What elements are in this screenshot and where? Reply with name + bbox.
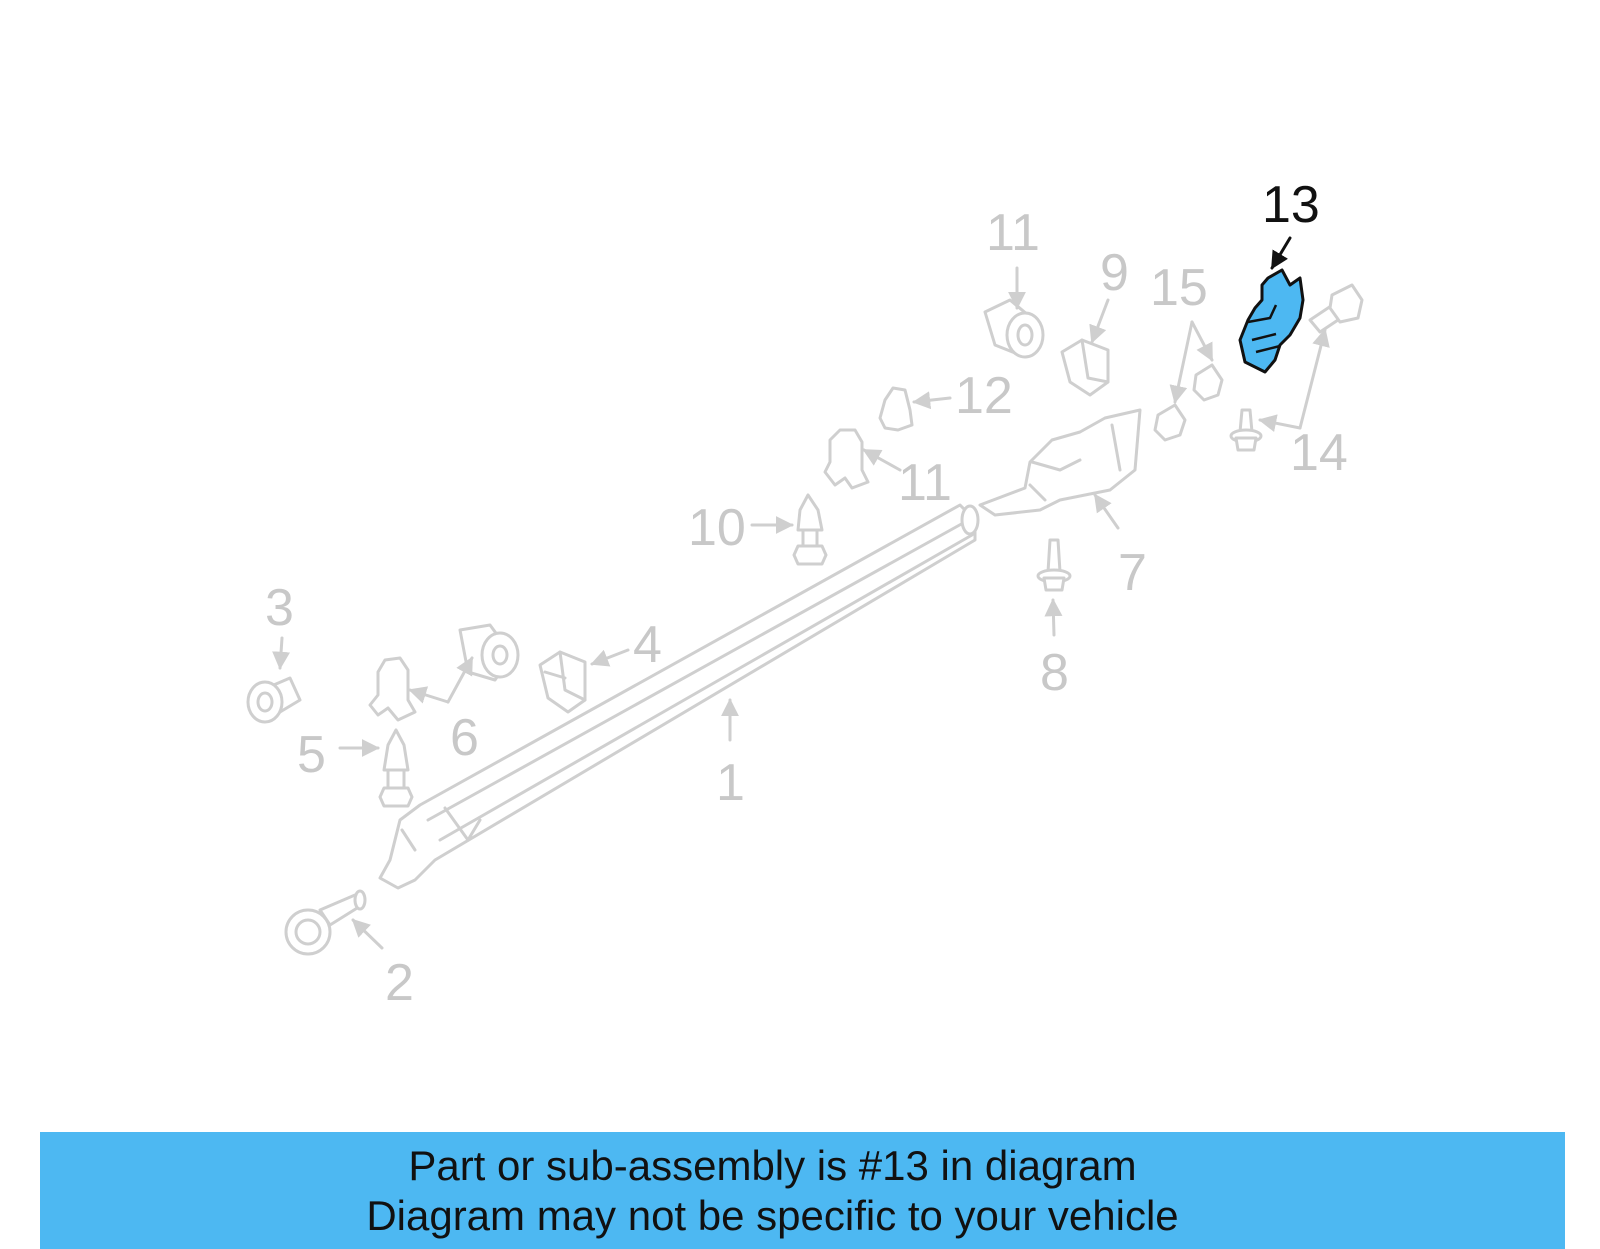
- callout-15: 15: [1150, 259, 1208, 317]
- part-4-clip: [538, 650, 587, 714]
- arrow-14a: [1298, 328, 1330, 430]
- part-13-highlighted-bracket[interactable]: [1238, 268, 1305, 374]
- arrow-11-lower: [862, 448, 902, 472]
- arrow-2: [351, 918, 384, 950]
- banner-line-1: Part or sub-assembly is #13 in diagram: [408, 1141, 1137, 1189]
- arrow-7: [1093, 493, 1120, 530]
- callout-10: 10: [688, 499, 746, 557]
- part-15-clips: [1153, 363, 1224, 442]
- callout-8: 8: [1040, 644, 1069, 702]
- part-11-upper-grommet: [983, 298, 1045, 359]
- arrow-6: [408, 686, 450, 704]
- arrow-15b: [1190, 320, 1214, 362]
- callout-14: 14: [1290, 424, 1348, 482]
- part-14-fasteners: [1229, 283, 1364, 452]
- callout-4: 4: [633, 616, 662, 674]
- part-7-extension: [978, 408, 1142, 517]
- callout-11-lower: 11: [898, 454, 952, 512]
- arrow-13: [1270, 236, 1292, 270]
- part-10-pin: [792, 493, 828, 566]
- info-banner: Part or sub-assembly is #13 in diagram D…: [40, 1132, 1565, 1249]
- part-5-pin: [378, 728, 414, 808]
- part-8-screw: [1036, 538, 1072, 592]
- arrow-3: [272, 636, 291, 670]
- part-11-lower-clip: [823, 428, 870, 490]
- callout-12: 12: [955, 367, 1013, 425]
- callout-13: 13: [1262, 176, 1320, 234]
- arrow-14b: [1258, 414, 1302, 433]
- callout-9: 9: [1100, 244, 1129, 302]
- arrow-15a: [1169, 320, 1194, 404]
- part-9-clip: [1060, 338, 1110, 397]
- callout-2: 2: [385, 954, 414, 1012]
- part-12-clip: [878, 386, 914, 432]
- callout-7: 7: [1118, 544, 1147, 602]
- callout-3: 3: [265, 579, 294, 637]
- callout-5: 5: [297, 726, 326, 784]
- arrow-8: [1044, 598, 1063, 637]
- arrow-4: [590, 648, 630, 667]
- callout-11-upper: 11: [986, 204, 1040, 262]
- callout-6: 6: [450, 709, 479, 767]
- part-3-grommet: [246, 676, 302, 724]
- part-1-rocker-molding: [378, 503, 980, 890]
- parts-diagram: 1 2 3 4 5 6 7 8 9 10 11 11 12 13 14 15: [246, 176, 1364, 1012]
- part-2-bolt: [284, 889, 367, 956]
- arrow-6b: [446, 656, 474, 704]
- arrow-9: [1089, 298, 1110, 344]
- part-6-clips: [368, 623, 520, 722]
- callout-1: 1: [716, 754, 745, 812]
- arrow-12: [912, 391, 952, 410]
- banner-line-2: Diagram may not be specific to your vehi…: [366, 1191, 1179, 1239]
